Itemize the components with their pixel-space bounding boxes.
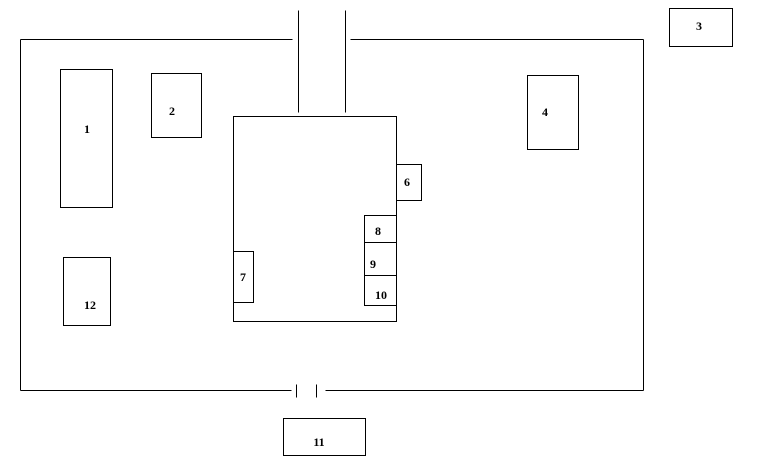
box-3 [669,8,733,47]
box-10-label: 10 [375,288,387,302]
box-2 [151,73,202,138]
box-6-label: 6 [404,175,410,189]
box-7-label: 7 [240,270,246,284]
box-10 [364,275,397,306]
box-9-label: 9 [370,257,376,271]
central-block [233,116,397,322]
box-3-label: 3 [696,19,702,33]
box-1 [60,69,113,208]
box-11 [283,418,366,456]
box-1-label: 1 [84,122,90,136]
outer-enclosure [20,39,644,391]
box-2-label: 2 [169,104,175,118]
box-7 [233,251,254,303]
box-6 [396,164,422,201]
box-12 [63,257,111,326]
top-passage [298,10,346,113]
box-11-label: 11 [313,435,324,449]
box-12-label: 12 [84,298,96,312]
bottom-gate [296,384,317,398]
box-4 [527,75,579,150]
box-8-label: 8 [375,224,381,238]
box-4-label: 4 [542,105,548,119]
